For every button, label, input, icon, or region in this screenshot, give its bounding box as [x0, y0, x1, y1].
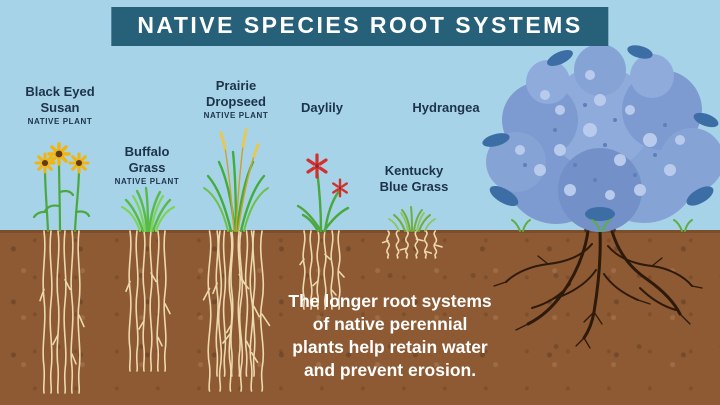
- label-buffalo-grass: Buffalo Grass NATIVE PLANT: [82, 144, 212, 186]
- ground-grass-fringe: [511, 219, 693, 232]
- black-eyed-susan-illustration: [32, 142, 91, 233]
- plant-name: Prairie Dropseed: [206, 78, 266, 109]
- kentucky-blue-grass-illustration: [388, 206, 436, 232]
- label-black-eyed-susan: Black Eyed Susan NATIVE PLANT: [0, 84, 125, 126]
- hydrangea-illustration: [482, 44, 720, 233]
- daylily-illustration: [296, 153, 350, 233]
- label-kentucky-blue-grass: Kentucky Blue Grass: [349, 163, 479, 194]
- label-daylily: Daylily: [257, 100, 387, 116]
- native-plant-tag: NATIVE PLANT: [203, 111, 269, 121]
- hydrangea-floret-dots: [523, 103, 667, 182]
- plant-name: Black Eyed Susan: [25, 84, 95, 115]
- title-banner: NATIVE SPECIES ROOT SYSTEMS: [111, 7, 609, 46]
- prairie-dropseed-illustration: [203, 128, 269, 233]
- hydrangea-roots: [493, 229, 703, 349]
- caption-text: The longer root systems of native perenn…: [288, 291, 492, 381]
- hydrangea-leaves: [482, 45, 719, 221]
- native-plant-tag: NATIVE PLANT: [27, 117, 93, 127]
- label-hydrangea: Hydrangea: [381, 100, 511, 116]
- native-plant-tag: NATIVE PLANT: [114, 177, 180, 187]
- plant-name: Daylily: [301, 100, 343, 115]
- hydrangea-florets: [515, 70, 685, 200]
- hydrangea-bloom: [486, 44, 720, 232]
- plant-name: Kentucky Blue Grass: [379, 163, 449, 194]
- buffalo-grass-illustration: [120, 186, 176, 233]
- plant-name: Buffalo Grass: [124, 144, 170, 175]
- page-title: NATIVE SPECIES ROOT SYSTEMS: [137, 12, 583, 38]
- plant-name: Hydrangea: [412, 100, 480, 115]
- label-prairie-dropseed: Prairie Dropseed NATIVE PLANT: [171, 78, 301, 120]
